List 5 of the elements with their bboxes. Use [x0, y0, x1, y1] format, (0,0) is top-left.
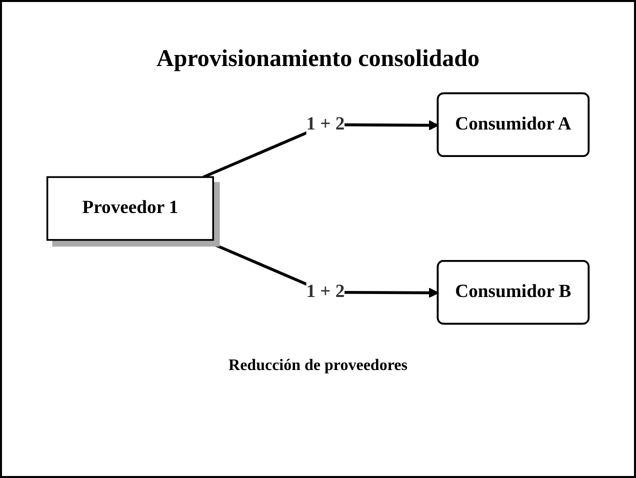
- diagram-caption: Reducción de proveedores: [228, 357, 408, 375]
- node-box: Proveedor 1: [46, 176, 214, 240]
- edge-label: 1 + 2: [306, 114, 345, 134]
- edge-label: 1 + 2: [306, 281, 345, 302]
- diagram-title: Aprovisionamiento consolidado: [156, 46, 480, 73]
